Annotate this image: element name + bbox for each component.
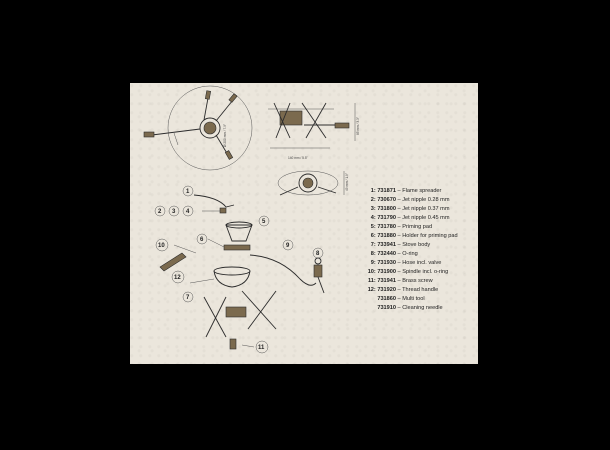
- callout-label: 6: [200, 237, 204, 243]
- callout-1: 1: [182, 185, 194, 197]
- part-row: 4: 731790 – Jet nipple 0.45 mm: [354, 214, 474, 223]
- callout-6: 6: [196, 233, 208, 245]
- exploded-parts: [159, 194, 325, 350]
- callout-2: 2: [154, 205, 166, 217]
- callout-label: 3: [172, 209, 176, 215]
- callout-11: 11: [255, 340, 269, 354]
- part-number: 7: 733941: [370, 242, 396, 248]
- callout-5: 5: [258, 215, 270, 227]
- width-label: 140 mm / 5.5": [288, 156, 308, 160]
- part-name: Stove body: [402, 242, 431, 248]
- part-number: 9: 731930: [370, 260, 396, 266]
- part-row: 731910 – Cleaning needle: [354, 304, 474, 313]
- part-row: 11: 731941 – Brass screw: [354, 277, 474, 286]
- part-row: 731860 – Multi tool: [354, 295, 474, 304]
- part-row: 10: 731900 – Spindle incl. o-ring: [354, 268, 474, 277]
- callout-8: 8: [312, 247, 324, 259]
- part-number: 1: 731871: [370, 188, 396, 194]
- callout-label: 5: [262, 219, 266, 225]
- callout-7: 7: [182, 291, 194, 303]
- callout-label: 7: [186, 295, 190, 301]
- part-row: 9: 731930 – Hose incl. valve: [354, 259, 474, 268]
- part-name: Jet nipple 0.28 mm: [402, 197, 450, 203]
- callout-label: 2: [158, 209, 162, 215]
- callout-label: 4: [186, 209, 190, 215]
- part-row: 5: 731780 – Priming pad: [354, 223, 474, 232]
- part-row: 8: 732440 – O-ring: [354, 250, 474, 259]
- part-name: Hose incl. valve: [402, 260, 442, 266]
- part-row: 1: 731871 – Flame spreader: [354, 187, 474, 196]
- part-row: 2: 730670 – Jet nipple 0.28 mm: [354, 196, 474, 205]
- height-label: 85 mm / 3.3": [356, 117, 360, 135]
- part-name: Jet nipple 0.37 mm: [402, 206, 450, 212]
- part-row: 6: 731880 – Holder for priming pad: [354, 232, 474, 241]
- part-name: Brass screw: [402, 278, 433, 284]
- callout-label: 1: [186, 189, 190, 195]
- callout-label: 10: [158, 243, 165, 249]
- part-number: 731910: [377, 305, 396, 311]
- part-number: 3: 731800: [370, 206, 396, 212]
- part-number: 4: 731790: [370, 215, 396, 221]
- callout-3: 3: [168, 205, 180, 217]
- part-name: Thread handle: [402, 287, 439, 293]
- part-number: 8: 732440: [370, 251, 396, 257]
- part-number: 731860: [377, 296, 396, 302]
- part-number: 6: 731880: [370, 233, 396, 239]
- low-height-label: 49 mm / 1.9": [345, 173, 349, 191]
- part-name: Priming pad: [402, 224, 433, 230]
- part-name: Jet nipple 0.45 mm: [402, 215, 450, 221]
- part-row: 7: 733941 – Stove body: [354, 241, 474, 250]
- parts-list: 1: 731871 – Flame spreader 2: 730670 – J…: [354, 187, 474, 313]
- diameter-label: Ø 200 mm / 7.9": [223, 124, 227, 147]
- part-number: 10: 731900: [367, 269, 396, 275]
- stove-top-view: [143, 85, 253, 171]
- stove-side-view: [268, 102, 356, 149]
- callout-label: 8: [316, 251, 320, 257]
- callout-9: 9: [282, 239, 294, 251]
- callout-label: 11: [258, 345, 265, 351]
- exploded-view-drawing: Ø 200 mm / 7.9" 140 mm / 5.5" 85 mm / 3.…: [143, 85, 360, 354]
- part-number: 5: 731780: [370, 224, 396, 230]
- part-name: O-ring: [402, 251, 418, 257]
- diagram-sheet: Ø 200 mm / 7.9" 140 mm / 5.5" 85 mm / 3.…: [130, 83, 478, 364]
- callout-label: 9: [286, 243, 290, 249]
- part-name: Spindle incl. o-ring: [402, 269, 449, 275]
- part-name: Cleaning needle: [402, 305, 443, 311]
- part-name: Multi tool: [402, 296, 425, 302]
- part-number: 11: 731941: [368, 278, 396, 284]
- part-name: Holder for priming pad: [402, 233, 458, 239]
- callout-4: 4: [182, 205, 194, 217]
- part-row: 3: 731800 – Jet nipple 0.37 mm: [354, 205, 474, 214]
- stove-low-view: [277, 170, 345, 196]
- part-name: Flame spreader: [402, 188, 442, 194]
- part-number: 2: 730670: [370, 197, 396, 203]
- callout-10: 10: [155, 238, 169, 252]
- callout-label: 12: [174, 275, 181, 281]
- callout-12: 12: [171, 270, 185, 284]
- part-number: 12: 731920: [367, 287, 396, 293]
- part-row: 12: 731920 – Thread handle: [354, 286, 474, 295]
